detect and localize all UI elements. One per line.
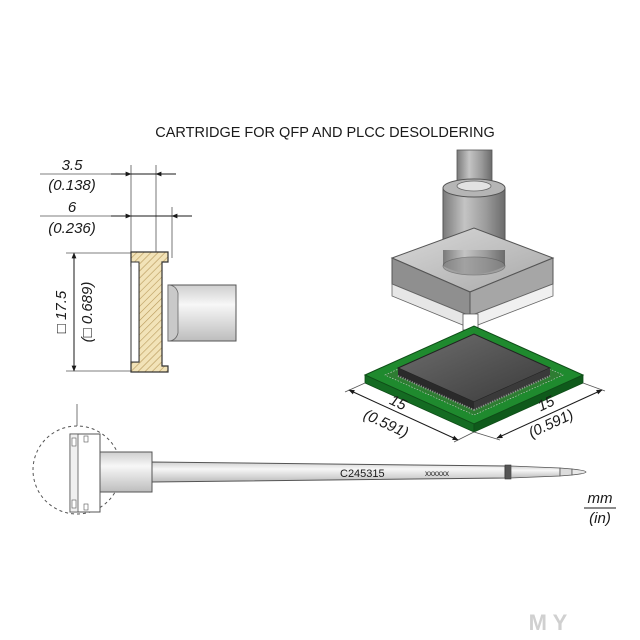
dim-chip-width-in: (0.591) [361,406,411,441]
dim-size: □ 17.5 [53,290,70,333]
dim-depth-in: (0.236) [48,220,96,237]
dim-size-in: (□ 0.689) [79,282,96,343]
dim-wall-thickness-in: (0.138) [48,177,96,194]
unit-in: (in) [589,510,611,527]
dim-chip-length: 15 [535,392,558,415]
dim-wall-thickness: 3.5 [62,157,84,174]
watermark: M Y [529,610,568,635]
dim-depth: 6 [68,199,77,216]
section-view: 3.5 (0.138) 6 (0.236) □ 17.5 (□ 0.689) [40,157,237,373]
unit-mm: mm [588,490,613,507]
isometric-view: 15 (0.591) 15 (0.591) [344,149,606,443]
diagram-title: CARTRIDGE FOR QFP AND PLCC DESOLDERING [155,125,494,141]
cartridge-shaft [151,461,506,483]
part-number: C245315 [340,468,385,480]
cartridge-stub [167,284,237,342]
cartridge-side-view: C245315 xxxxxx [32,404,587,515]
dim-chip-length-in: (0.591) [526,406,576,441]
part-code: xxxxxx [425,469,449,478]
dim-chip-width: 15 [387,392,410,415]
